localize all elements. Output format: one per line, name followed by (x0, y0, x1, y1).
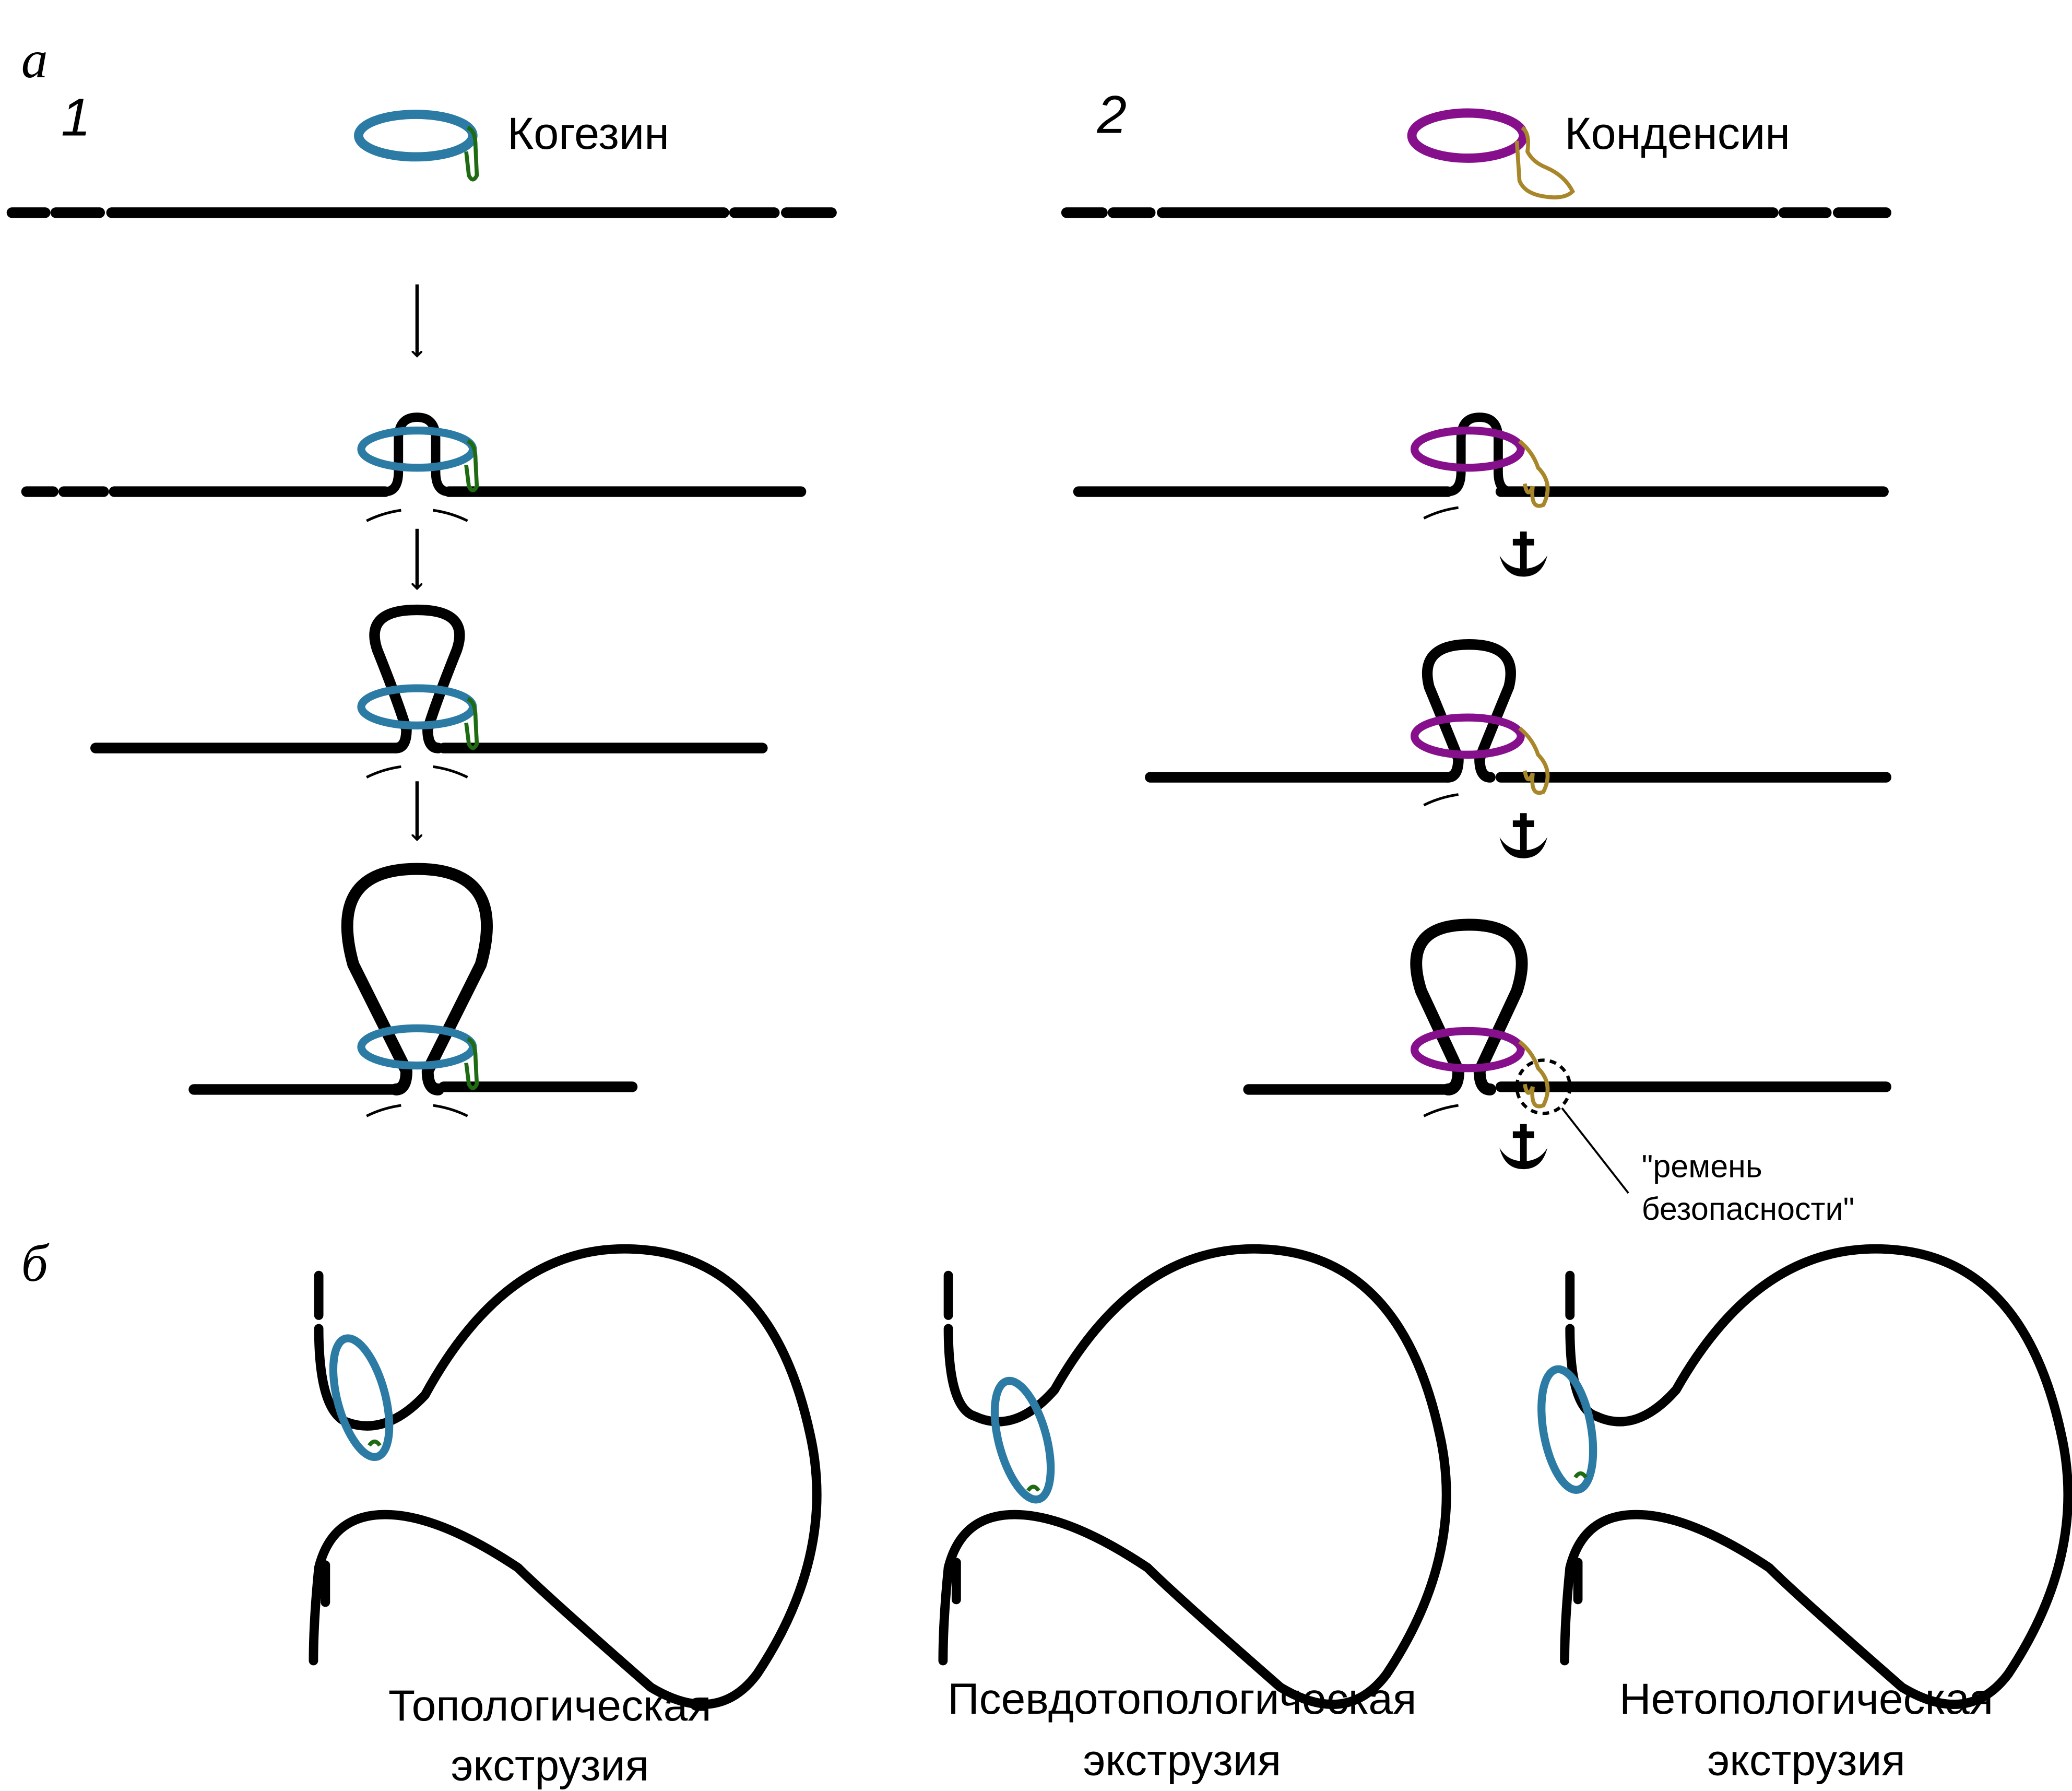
mode-label-1-line2: экструзия (451, 1740, 649, 1789)
condensin-step-3: "ремень безопасности" (1243, 918, 1891, 1227)
condensin-column: Конденсин (1061, 108, 1891, 1227)
converging-arrows-icon (1423, 1104, 1459, 1117)
anchor-icon (1499, 531, 1548, 577)
condensin-kleisin-icon (1514, 126, 1576, 199)
converging-arrows-icon (366, 765, 468, 779)
condensin-step-1 (1073, 413, 1889, 577)
converging-arrows-icon (366, 509, 468, 522)
cohesin-ring-icon (354, 110, 478, 162)
cohesin-legend: Когезин (354, 109, 669, 182)
condensin-legend: Конденсин (1407, 108, 1790, 199)
cohesin-label: Когезин (507, 109, 669, 159)
mode-label-3-line1: Нетопологическая (1619, 1674, 1993, 1723)
converging-arrows-icon (366, 1104, 468, 1117)
converging-arrows-icon (1423, 793, 1459, 807)
cohesin-column: Когезин (6, 109, 837, 1117)
mode-label-2-line1: Псевдотопологическая (948, 1674, 1416, 1723)
safety-belt-label-line1: "ремень (1642, 1148, 1762, 1184)
condensin-ring-icon (1407, 108, 1529, 163)
mode-label-2-line2: экструзия (1083, 1735, 1281, 1784)
cohesin-step-1 (21, 413, 807, 522)
condensin-number: 2 (1097, 85, 1127, 145)
anchor-icon (1499, 1124, 1548, 1170)
condensin-step-2 (1145, 639, 1891, 858)
extrusion-nontopological: Нетопологическая экструзия (1537, 1244, 2072, 1784)
safety-belt-label-line2: безопасности" (1642, 1191, 1855, 1227)
cohesin-number: 1 (61, 88, 91, 147)
anchor-icon (1499, 813, 1548, 858)
mode-label-1-line1: Топологическая (388, 1681, 712, 1730)
cohesin-kleisin-icon (464, 125, 479, 182)
mode-label-3-line2: экструзия (1707, 1735, 1905, 1784)
cohesin-step-2 (90, 604, 768, 779)
extrusion-pseudotopological: Псевдотопологическая экструзия (938, 1244, 1451, 1784)
condensin-label: Конденсин (1565, 109, 1790, 159)
panel-label-a: а (21, 30, 48, 89)
extrusion-topological: Топологическая экструзия (309, 1244, 822, 1789)
converging-arrows-icon (1423, 506, 1459, 520)
annotation-leader-line (1561, 1107, 1629, 1194)
panel-label-b: б (21, 1234, 50, 1293)
cohesin-step-3 (188, 863, 638, 1117)
